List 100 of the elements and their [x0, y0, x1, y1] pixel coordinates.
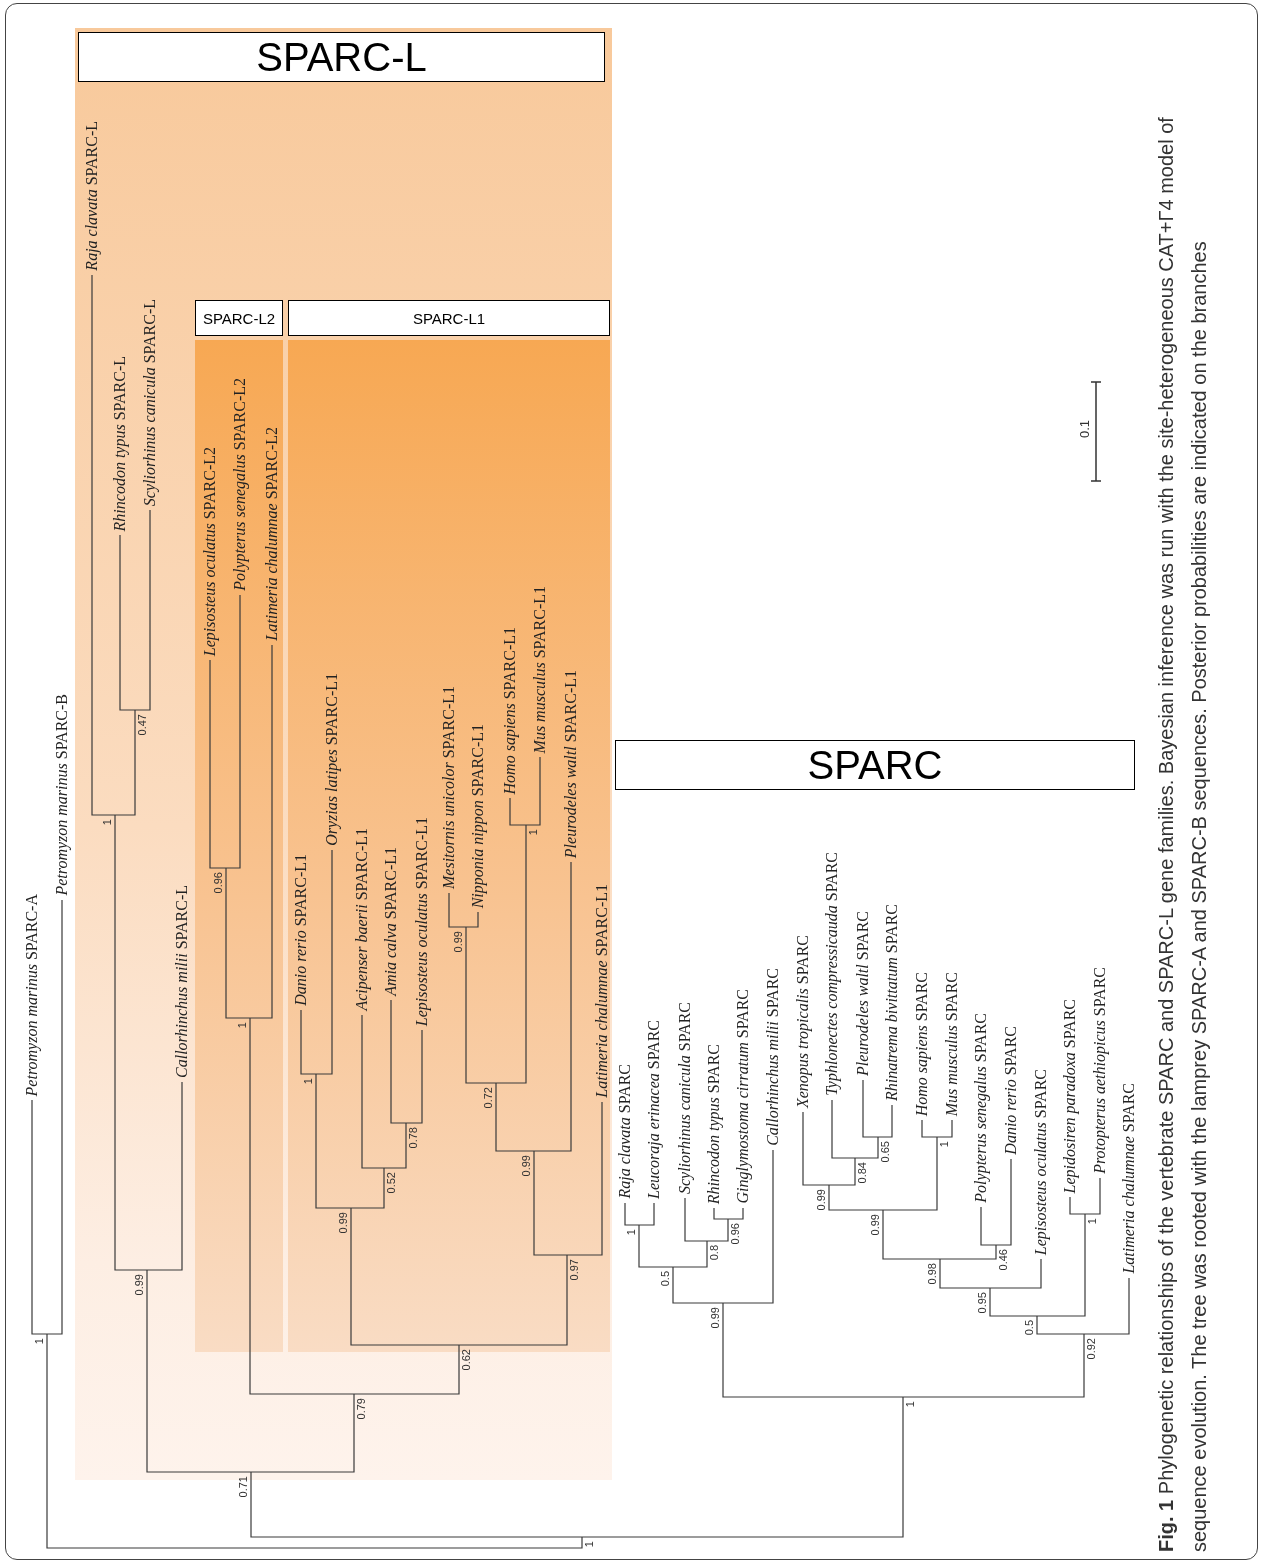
support-value: 0.84	[857, 1162, 868, 1184]
support-value: 0.92	[1086, 1338, 1097, 1360]
support-value: 0.96	[213, 872, 224, 894]
clade-heading: SPARC-L2	[195, 300, 283, 336]
support-value: 1	[102, 819, 113, 826]
support-value: 0.8	[709, 1245, 720, 1261]
support-value: 0.99	[521, 1155, 532, 1177]
tree-branch	[882, 1136, 938, 1211]
tree-branch	[722, 1302, 904, 1398]
taxon-label: Leucoraja erinacea SPARC	[645, 1020, 663, 1199]
support-value: 0.5	[1024, 1320, 1035, 1336]
taxon-label: Danio rerio SPARC-L1	[292, 854, 310, 1006]
tree-branch	[980, 1206, 997, 1246]
tree-branch	[854, 1136, 879, 1159]
tree-branch	[31, 1099, 48, 1335]
tree-branch	[405, 1029, 423, 1124]
tree-branch	[46, 899, 63, 1335]
support-value: 0.95	[977, 1292, 988, 1314]
tree-branch	[921, 1119, 938, 1138]
tree-branch	[802, 1111, 830, 1186]
support-value: 0.99	[453, 931, 464, 953]
tree-branch	[383, 1122, 407, 1169]
support-value: 0.5	[660, 1271, 671, 1287]
tree-branch	[350, 1207, 460, 1346]
support-value: 0.98	[927, 1263, 938, 1285]
tree-branch	[581, 1396, 904, 1538]
tree-branch	[225, 594, 241, 869]
taxon-label: Oryzias latipes SPARC-L1	[323, 673, 341, 846]
tree-branch	[465, 926, 497, 1084]
tree-branch	[713, 1207, 729, 1220]
tree-branch	[465, 911, 479, 928]
taxon-label: Danio rerio SPARC	[1002, 1026, 1020, 1155]
support-value: 1	[303, 1078, 314, 1085]
tree-branch	[672, 1240, 708, 1268]
tree-branch	[862, 1079, 879, 1138]
tree-branch	[249, 1017, 355, 1395]
tree-branch	[300, 1009, 317, 1075]
tree-branch	[146, 1269, 252, 1473]
taxon-label: Pleurodeles waltl SPARC	[854, 910, 872, 1076]
tree-branch	[525, 756, 541, 826]
tree-branch	[250, 1393, 355, 1473]
tree-branch	[46, 1333, 583, 1549]
tree-branch	[209, 659, 227, 869]
tree-branch	[722, 1149, 774, 1304]
taxon-label: Rhinatrema bivittatum SPARC	[883, 903, 901, 1101]
tree-branch	[624, 1202, 640, 1226]
taxon-label: Petromyzon marinus SPARC-B	[53, 694, 71, 896]
taxon-label: Rhincodon typus SPARC	[705, 1043, 723, 1204]
tree-branch	[119, 534, 136, 711]
taxon-label: Raja clavata SPARC-L	[83, 121, 101, 271]
taxon-label: Pleurodeles waltl SPARC-L1	[562, 669, 580, 858]
tree-branch	[1083, 1277, 1130, 1335]
tree-branch	[315, 849, 333, 1075]
tree-branch	[1084, 1177, 1101, 1215]
tree-branch	[146, 1081, 183, 1271]
taxon-label: Lepisosteus oculatus SPARC-L2	[201, 446, 219, 656]
scale-label: 0.1	[1078, 420, 1091, 439]
support-value: 0.99	[710, 1307, 721, 1329]
support-value: 1	[939, 1141, 950, 1148]
tree-branch	[638, 1224, 674, 1268]
taxon-label: Homo sapiens SPARC-L1	[501, 626, 519, 794]
tree-branch	[250, 1471, 583, 1538]
support-value: 0.72	[483, 1087, 494, 1109]
taxon-label: Polypterus senegalus SPARC-L2	[231, 378, 249, 591]
tree-branch	[495, 1082, 535, 1152]
tree-branch	[939, 1258, 991, 1289]
tree-branch	[638, 1202, 655, 1226]
taxon-label: Mesitornis unicolor SPARC-L1	[440, 686, 458, 889]
taxon-label: Homo sapiens SPARC	[913, 971, 931, 1116]
taxon-label: Latimeria chalumnae SPARC-L1	[593, 884, 611, 1098]
clade-heading: SPARC-L	[78, 32, 605, 82]
support-value: 0.62	[461, 1349, 472, 1371]
tree-branch	[672, 1266, 724, 1304]
taxon-label: Amia calva SPARC-L1	[382, 847, 400, 996]
taxon-label: Acipenser baerii SPARC-L1	[353, 828, 371, 1011]
taxon-label: Latimeria chalumnae SPARC-L2	[263, 427, 281, 641]
tree-branch	[989, 1258, 1042, 1289]
tree-branch	[114, 814, 148, 1271]
tree-branch	[882, 1209, 941, 1260]
taxon-label: Callorhinchus milii SPARC-L	[173, 885, 191, 1078]
support-value: 1	[905, 1401, 916, 1408]
figure-caption: Fig. 1 Phylogenetic relationships of the vertebrate SPARC and SPARC-L gene families. Bayesian inference was run with the site-heterogeneous CAT+Γ4 model of sequence evolution. The tree was rooted with the lamprey SPARC-A and SPARC-B sequences. Posterior probabilities are indicated on the branches	[1154, 116, 1211, 1552]
tree-branch	[509, 797, 527, 826]
support-value: 1	[626, 1229, 637, 1236]
tree-branch	[361, 1014, 385, 1169]
clade-heading: SPARC	[615, 740, 1135, 790]
support-value: 0.99	[338, 1212, 349, 1234]
taxon-label: Callorhinchus milii SPARC	[764, 968, 782, 1146]
tree-branch	[353, 1344, 460, 1395]
tree-branch	[225, 867, 251, 1019]
tree-branch	[727, 1207, 744, 1220]
support-value: 0.71	[238, 1476, 249, 1498]
taxon-label: Lepidosiren paradoxa SPARC	[1061, 998, 1079, 1193]
support-value: 0.79	[356, 1398, 367, 1420]
taxon-label: Polypterus senegalus SPARC	[972, 1013, 990, 1203]
tree-branch	[706, 1218, 729, 1242]
support-value: 0.78	[408, 1127, 419, 1149]
taxon-label: Latimeria chalumnae SPARC	[1120, 1083, 1138, 1274]
tree-branch	[114, 709, 136, 816]
tree-branch	[458, 1254, 568, 1346]
